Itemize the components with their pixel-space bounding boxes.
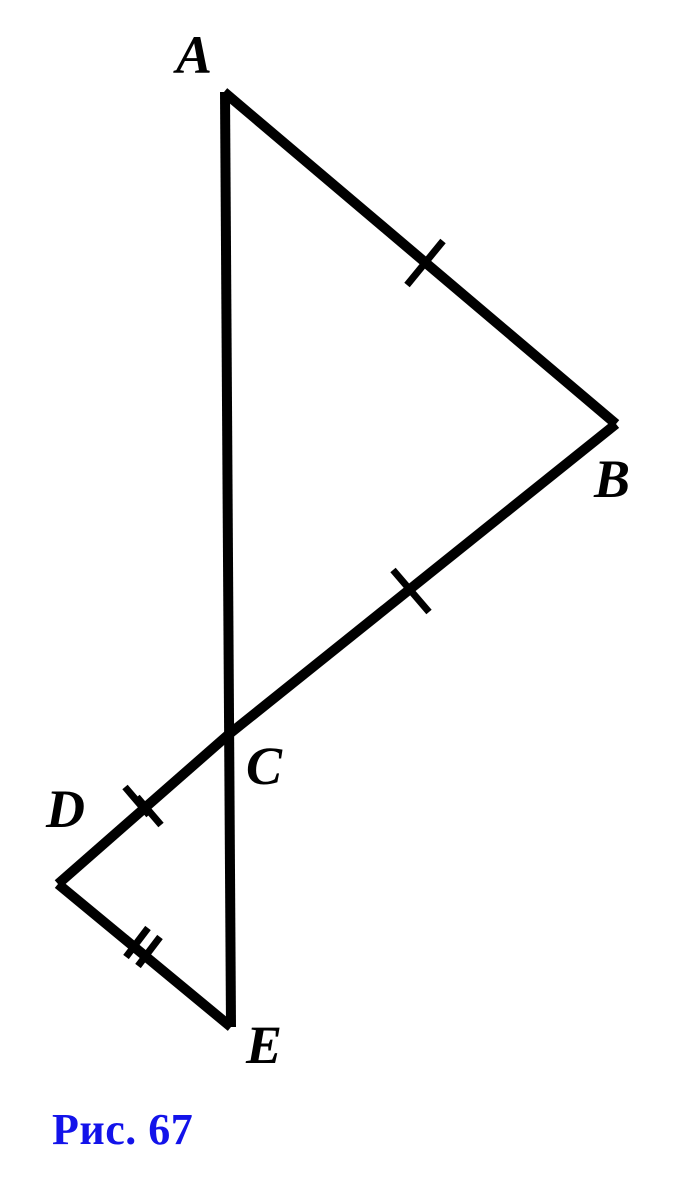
vertex-label-c: C [246,736,283,796]
tick-mark-de [123,925,163,969]
vertex-label-a: A [176,25,213,85]
segment-ae [220,91,236,1028]
vertex-label-b: B [594,449,631,509]
tick-mark-bc [390,567,432,615]
segment-bc [224,420,620,739]
figure-caption: Рис. 67 [52,1105,194,1154]
tick-mark-ab [404,238,446,288]
vertex-label-e: E [246,1015,283,1075]
vertex-label-d: D [46,779,85,839]
tick-mark-cd [122,784,164,828]
segment-ab [220,88,620,428]
